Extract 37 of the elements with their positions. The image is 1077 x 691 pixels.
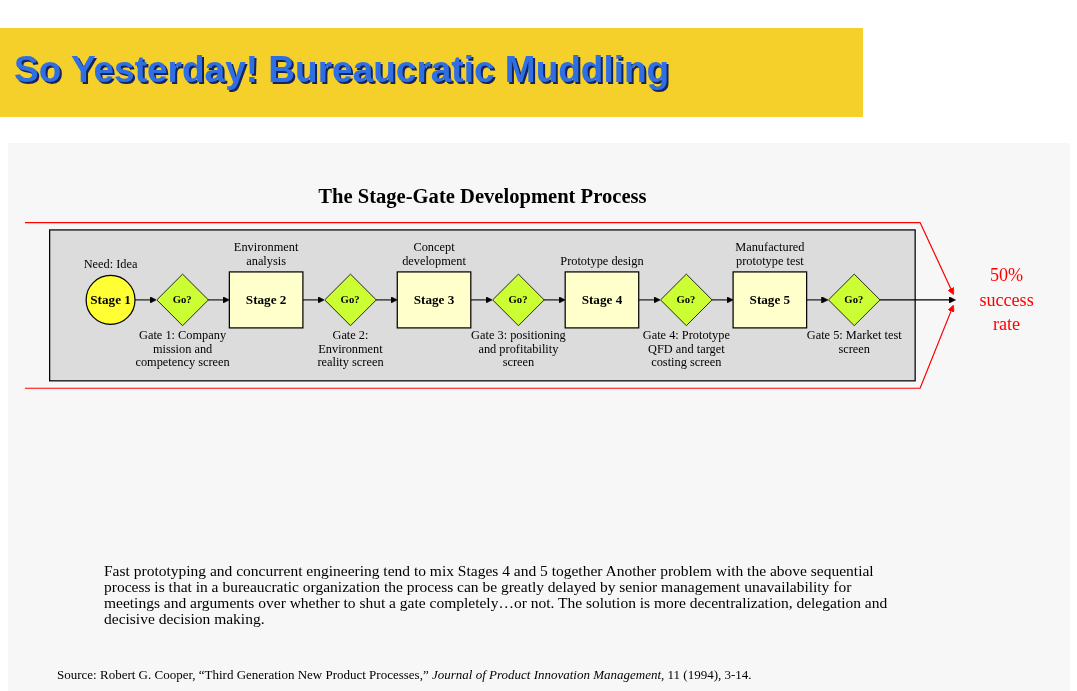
stage-caption: Manufactured prototype test	[734, 241, 806, 268]
note-paragraph: Fast prototyping and concurrent engineering tend to mix Stages 4 and 5 together Another problem with the above sequential process is that in a bureaucratic organization the process can be greatly delayed by senior management unavailability for meetings and arguments over whether to shut a gate completely…or not. The solution is more decentralization, delegation and decisive decision making.	[104, 563, 889, 627]
gate-caption: Gate 4: Prototype QFD and target costing screen	[641, 329, 731, 369]
gate-diamond: Go?	[492, 273, 545, 327]
gate-caption: Gate 1: Company mission and competency screen	[134, 329, 231, 369]
stage-box: Stage 2	[228, 271, 304, 329]
arrow	[806, 296, 829, 304]
gate-caption: Gate 2: Environment reality screen	[316, 329, 385, 369]
arrow	[24, 221, 955, 295]
stage-box: Stage 5	[732, 271, 808, 329]
arrow	[207, 296, 230, 304]
stage-box: Stage 3	[396, 271, 472, 329]
slide-title: So Yesterday! Bureaucratic Muddling	[14, 49, 670, 91]
gate-diamond: Go?	[828, 273, 881, 327]
gate-diamond: Go?	[324, 273, 377, 327]
result-note: 50% success rate	[979, 264, 1034, 335]
arrow	[711, 296, 734, 304]
gate-caption: Gate 5: Market test screen	[805, 329, 903, 356]
stage-circle: Stage 1	[85, 274, 136, 325]
arrow	[375, 296, 398, 304]
arrow	[543, 296, 566, 304]
gate-diamond: Go?	[156, 273, 209, 327]
node-label: The Stage-Gate Development Process	[318, 185, 647, 208]
stage-caption: Concept development	[401, 241, 467, 268]
stage-caption: Prototype design	[560, 254, 644, 268]
gate-diamond: Go?	[660, 273, 713, 327]
arrow	[638, 296, 661, 304]
arrow	[302, 296, 325, 304]
arrow	[24, 304, 955, 389]
arrow	[134, 296, 157, 304]
source-citation: Source: Robert G. Cooper, “Third Generation New Product Processes,” Journal of Product Innovation Management, 11 (1994), 3-14.	[57, 667, 752, 683]
stage-box: Stage 4	[564, 271, 640, 329]
arrow	[470, 296, 493, 304]
arrow	[879, 296, 956, 304]
gate-caption: Gate 3: positioning and profitability screen	[470, 329, 567, 369]
stage-caption: Environment analysis	[232, 241, 300, 268]
stage-caption: Need: Idea	[83, 258, 138, 272]
